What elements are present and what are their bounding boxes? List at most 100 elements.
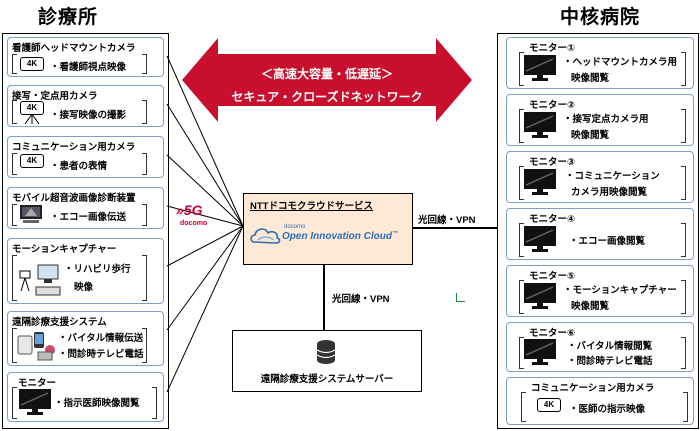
hospital-card-title: モニター⑤ — [529, 271, 576, 282]
hospital-card-line: 映像閲覧 — [571, 73, 610, 84]
monitor-icon — [19, 389, 51, 415]
clinic-card-title: 接写・定点用カメラ — [12, 91, 98, 102]
hospital-card-monitor-6: モニター⑥ ・バイタル情報閲覧 ・問診時テレビ電話 — [506, 322, 694, 372]
bracket-right — [681, 280, 686, 314]
hospital-card-title: モニター④ — [529, 214, 576, 225]
line-clinic-5 — [166, 225, 244, 267]
4k-camera-icon: 4K — [537, 398, 561, 412]
bracket-right — [142, 54, 147, 74]
link-label-server: 光回線・VPN — [332, 294, 390, 305]
clinic-card-line: ・看護師視点映像 — [50, 62, 127, 73]
network-arrow — [182, 38, 472, 122]
green-corner-mark — [456, 293, 465, 302]
4k-camera-icon: 4K — [20, 57, 44, 71]
clinic-card-line: ・リハビリ歩行 — [64, 264, 131, 275]
bracket-left — [12, 204, 17, 226]
bracket-left — [519, 223, 524, 257]
monitor-icon — [524, 339, 556, 365]
hospital-card-title: モニター③ — [529, 157, 576, 168]
clinic-card-ultrasound: モバイル超音波画像診断装置 ・エコー画像伝送 — [7, 187, 164, 229]
bracket-right — [142, 153, 147, 175]
line-clinic-6 — [166, 225, 244, 331]
server-label: 遠隔診療支援システムサーバー — [260, 374, 394, 385]
hospital-card-line: ・エコー画像閲覧 — [569, 236, 646, 247]
hospital-card-monitor-5: モニター⑤ ・モーションキャプチャー 映像閲覧 — [506, 265, 694, 317]
arrow-line1: ＜高速大容量・低遅延＞ — [260, 67, 393, 81]
bracket-left — [519, 166, 524, 200]
hospital-card-communication-camera: コミュニケーション用カメラ 4K ・医師の指示映像 — [506, 377, 694, 425]
bracket-left — [12, 387, 17, 419]
clinic-card-head-mount-camera: 看護師ヘッドマウントカメラ 4K ・看護師視点映像 — [7, 37, 164, 77]
motion-capture-icon — [19, 264, 61, 296]
database-icon — [316, 340, 336, 364]
cloud-logo-icon — [250, 228, 281, 244]
fiveg-label: 5G — [183, 202, 203, 218]
monitor-icon — [524, 112, 556, 138]
line-clinic-3 — [166, 154, 244, 227]
cloud-service-box: NTTドコモクラウドサービス docomo Open Innovation Cl… — [243, 193, 413, 265]
clinic-card-line: ・エコー画像伝送 — [50, 212, 127, 223]
monitor-icon — [524, 169, 556, 195]
cloud-logo-name: Open Innovation Cloud — [282, 231, 392, 242]
clinic-card-line: ・バイタル情報伝送 — [58, 333, 144, 344]
clinic-card-line: ・接写映像の撮影 — [50, 110, 127, 121]
bracket-left — [12, 153, 17, 175]
cloud-title: NTTドコモクラウドサービス — [250, 201, 373, 212]
clinic-card-monitor: モニター ・指示医師映像閲覧 — [7, 372, 164, 422]
bracket-right — [152, 387, 157, 419]
tripod-icon — [24, 114, 40, 124]
link-label-hospital: 光回線・VPN — [418, 215, 476, 226]
bracket-left — [12, 54, 17, 74]
clinic-card-closeup-camera: 接写・定点用カメラ 4K ・接写映像の撮影 — [7, 85, 164, 127]
line-clinic-2 — [166, 103, 244, 227]
tripod-camera-icon: 4K — [20, 101, 44, 115]
line-clinic-1 — [166, 55, 244, 227]
line-clinic-7 — [166, 225, 244, 393]
clinic-card-title: モーションキャプチャー — [12, 244, 117, 255]
hospital-card-line: ・コミュニケーション — [565, 171, 660, 182]
bracket-left — [519, 337, 524, 369]
clinic-card-title: 遠隔診療支援システム — [12, 317, 107, 328]
fiveg-brand: docomo — [180, 220, 208, 227]
clinic-card-line: ・問診時テレビ電話 — [58, 349, 144, 360]
hospital-title: 中核病院 — [560, 7, 641, 28]
server-box: 遠隔診療支援システムサーバー — [232, 330, 422, 392]
cloud-logo-tm: ™ — [392, 231, 398, 237]
bracket-right — [681, 52, 686, 86]
clinic-card-remote-system: 遠隔診療支援システム ・バイタル情報伝送 ・問診時テレビ電話 — [7, 311, 164, 366]
bracket-left — [519, 280, 524, 314]
hospital-card-monitor-4: モニター④ ・エコー画像閲覧 — [506, 208, 694, 260]
bracket-right — [681, 166, 686, 200]
hospital-card-title: コミュニケーション用カメラ — [531, 383, 655, 394]
hospital-card-line: ・モーションキャプチャー — [563, 285, 677, 296]
bracket-right — [142, 255, 147, 301]
clinic-card-title: モニター — [18, 378, 57, 389]
hospital-card-line: 映像閲覧 — [571, 130, 610, 141]
bracket-left — [519, 52, 524, 86]
cloud-logo-text: Open Innovation Cloud™ — [282, 231, 398, 242]
clinic-card-title: 看護師ヘッドマウントカメラ — [12, 43, 136, 54]
bracket-left — [521, 392, 526, 422]
clinic-title: 診療所 — [38, 7, 99, 28]
arrow-line2: セキュア・クローズドネットワーク — [231, 90, 423, 104]
hospital-card-line: ・問診時テレビ電話 — [567, 356, 653, 367]
4k-camera-icon: 4K — [20, 154, 44, 168]
hospital-card-title: モニター⑥ — [529, 328, 576, 339]
hospital-card-line: ・医師の指示映像 — [569, 404, 646, 415]
clinic-card-line: 映像 — [74, 282, 94, 293]
hospital-card-line: ・バイタル情報閲覧 — [567, 341, 653, 352]
hospital-card-line: カメラ用映像閲覧 — [571, 187, 648, 198]
monitor-icon — [524, 283, 556, 309]
hospital-card-monitor-1: モニター① ・ヘッドマウントカメラ用 映像閲覧 — [506, 37, 694, 89]
bracket-right — [681, 223, 686, 257]
cloud-logo-small: docomo — [284, 224, 306, 230]
clinic-card-title: コミュニケーション用カメラ — [12, 142, 136, 153]
hospital-card-line: ・接写定点カメラ用 — [563, 114, 649, 125]
bracket-left — [12, 255, 17, 301]
clinic-card-motion-capture: モーションキャプチャー ・リハビリ歩行 映像 — [7, 238, 164, 304]
medical-devices-icon — [17, 332, 55, 361]
bracket-right — [142, 204, 147, 226]
bracket-right — [142, 100, 147, 124]
monitor-icon — [524, 226, 556, 252]
bracket-right — [681, 109, 686, 143]
